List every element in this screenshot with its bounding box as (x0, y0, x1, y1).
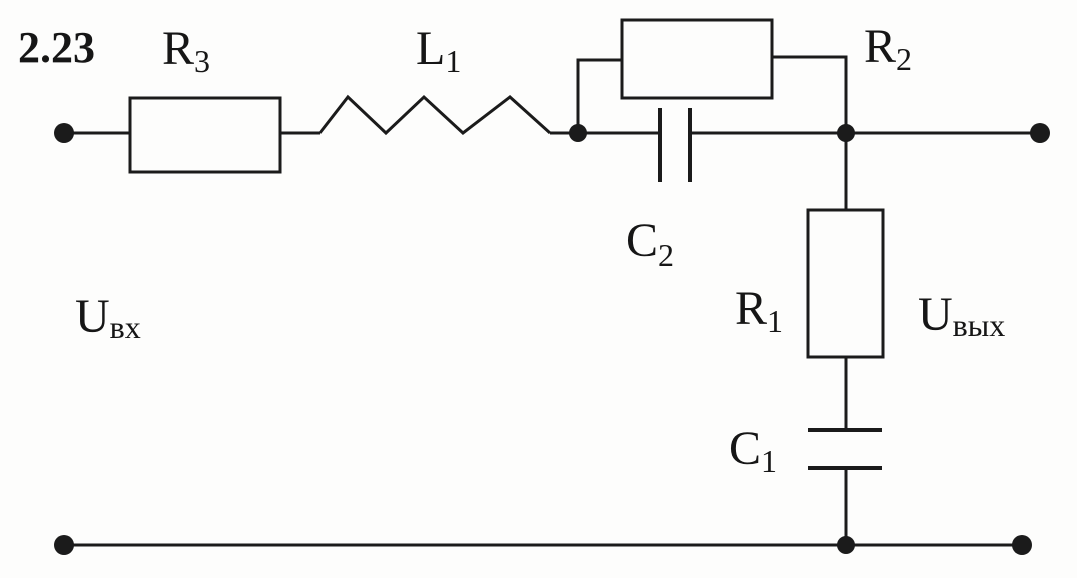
input-terminal-top (54, 123, 74, 143)
resistor-r2 (620, 18, 774, 100)
label-c1: C1 (729, 422, 777, 479)
junction-dot-c2-left (569, 124, 587, 142)
output-terminal-top (1030, 123, 1050, 143)
problem-number: 2.23 (18, 23, 95, 72)
label-u-in: Uвх (75, 290, 141, 345)
inductor-l1 (318, 94, 552, 136)
output-terminal-bottom (1012, 535, 1032, 555)
label-r3: R3 (162, 22, 210, 79)
resistor-r1 (806, 208, 885, 359)
label-l1: L1 (416, 22, 461, 79)
input-terminal-bottom (54, 535, 74, 555)
wire-r2-right (772, 55, 848, 133)
label-u-out: Uвых (918, 288, 1005, 343)
label-c2: C2 (626, 214, 674, 273)
label-r2: R2 (864, 20, 912, 77)
label-r1: R1 (735, 282, 783, 339)
wire-r2-left (576, 58, 622, 133)
junction-dot-output-node (837, 124, 855, 142)
resistor-r3 (128, 96, 282, 174)
junction-dot-ground-node (837, 536, 855, 554)
